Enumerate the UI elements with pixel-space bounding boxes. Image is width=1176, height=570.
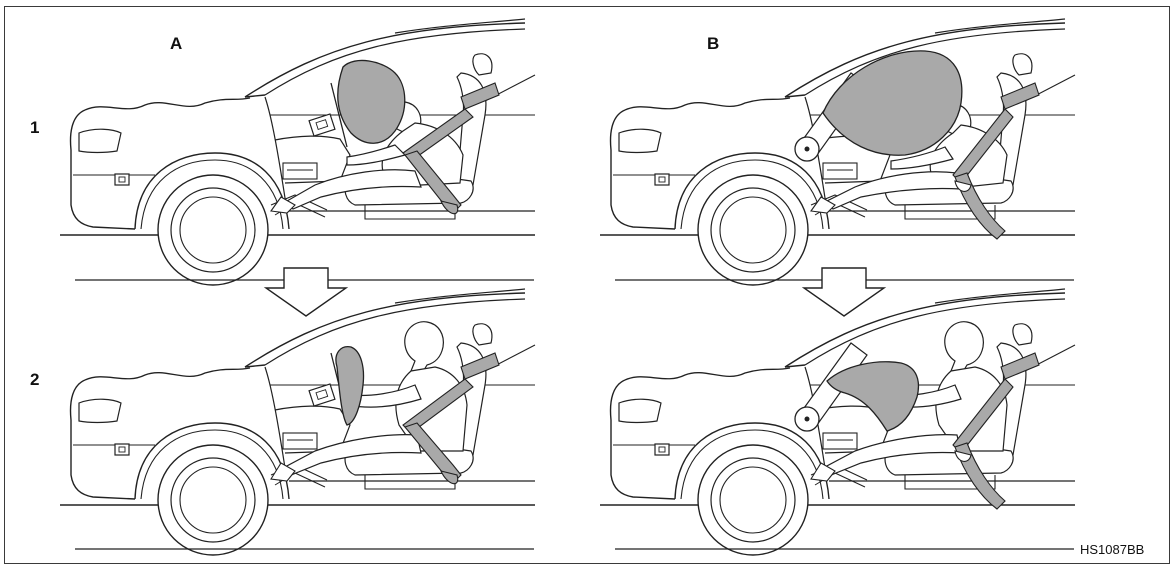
airbag-icon	[337, 59, 406, 144]
seatbelt-icon	[1000, 352, 1040, 380]
row-label-2: 2	[30, 370, 40, 389]
seatbelt-icon	[460, 352, 500, 380]
figure-frame	[4, 6, 1170, 564]
seatbelt-icon	[460, 82, 500, 110]
panel-a1	[59, 18, 536, 286]
column-label-a: A	[170, 34, 183, 53]
figure-code: HS1087BB	[1080, 542, 1145, 557]
airbag-icon	[335, 346, 365, 426]
column-label-b: B	[707, 34, 720, 53]
panel-a2	[59, 288, 536, 556]
panel-b1	[599, 18, 1076, 286]
panel-b2	[599, 288, 1076, 556]
seatbelt-icon	[1000, 82, 1040, 110]
row-label-1: 1	[30, 118, 40, 137]
airbag-icon	[826, 361, 920, 432]
down-arrow-icon	[265, 267, 347, 317]
down-arrow-icon	[803, 267, 885, 317]
airbag-icon	[822, 50, 963, 156]
